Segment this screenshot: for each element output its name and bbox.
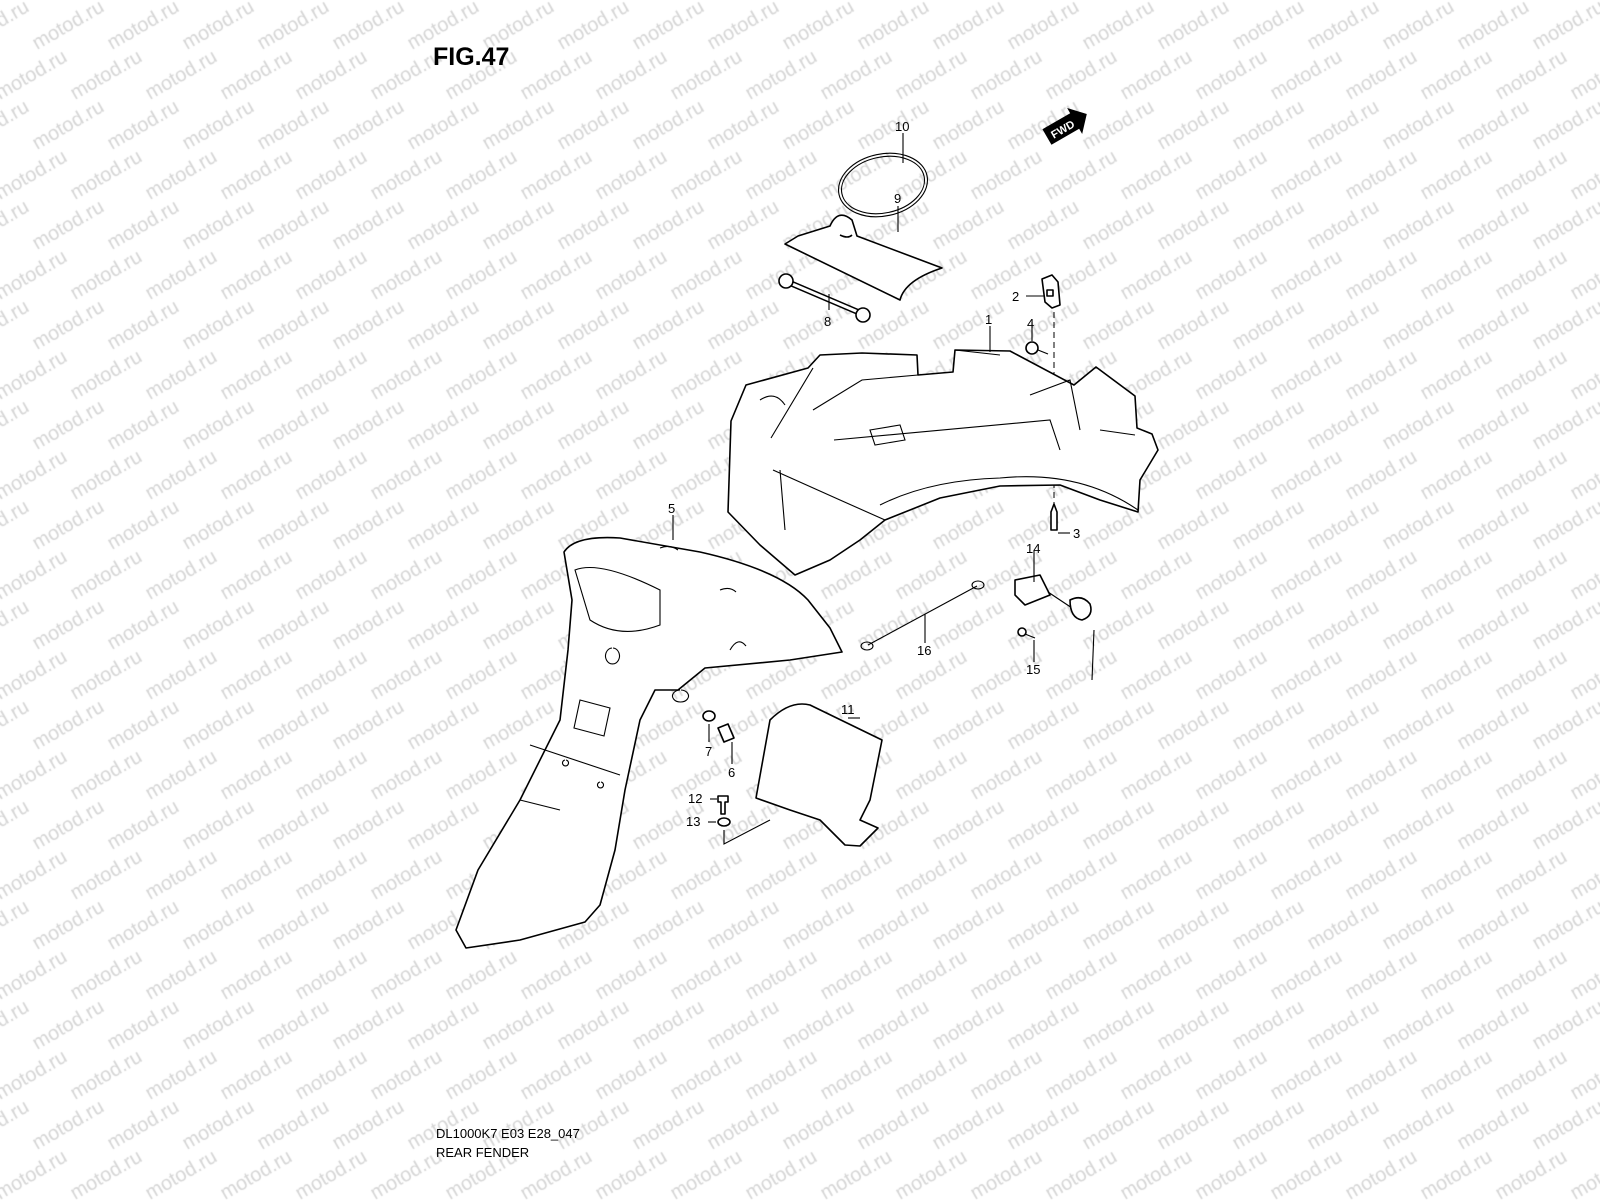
callout-8: 8 bbox=[824, 314, 831, 329]
callout-4: 4 bbox=[1027, 316, 1034, 331]
callout-13: 13 bbox=[686, 814, 700, 829]
part-9-tool-bag bbox=[784, 214, 943, 301]
part-8-wrench bbox=[778, 273, 871, 323]
figure-name: REAR FENDER bbox=[436, 1145, 530, 1160]
callout-9: 9 bbox=[894, 191, 901, 206]
part-1-rear-fender-inner bbox=[727, 349, 1159, 576]
callout-10: 10 bbox=[895, 119, 909, 134]
part-5-rear-fender bbox=[455, 536, 843, 949]
part-2-clip bbox=[1041, 274, 1061, 309]
part-15-screw bbox=[1017, 627, 1036, 639]
callout-5: 5 bbox=[668, 501, 675, 516]
part-11-mudguard bbox=[755, 703, 883, 847]
figure-title: FIG.47 bbox=[433, 43, 510, 71]
leader-lines bbox=[672, 133, 1070, 823]
part-13-line bbox=[723, 819, 771, 845]
callout-1: 1 bbox=[985, 312, 992, 327]
callout-numbers: 1 2 3 4 5 6 7 8 9 10 11 12 13 14 15 16 bbox=[668, 119, 1080, 829]
part-14-seat-lock bbox=[1014, 574, 1095, 681]
part-16-cable bbox=[860, 580, 985, 651]
callout-3: 3 bbox=[1073, 526, 1080, 541]
fwd-arrow-icon: FWD bbox=[1042, 108, 1087, 145]
part-4-screw bbox=[1025, 341, 1049, 355]
callout-16: 16 bbox=[917, 643, 931, 658]
callout-11: 11 bbox=[841, 702, 855, 717]
callout-6: 6 bbox=[728, 765, 735, 780]
part-7-washer bbox=[702, 710, 716, 722]
callout-2: 2 bbox=[1012, 289, 1019, 304]
part-10-o-ring bbox=[837, 152, 929, 218]
callout-15: 15 bbox=[1026, 662, 1040, 677]
part-12-bolt bbox=[717, 795, 729, 815]
callout-14: 14 bbox=[1026, 541, 1040, 556]
figure-code: DL1000K7 E03 E28_047 bbox=[436, 1126, 580, 1141]
part-13-washer bbox=[717, 817, 731, 827]
callout-12: 12 bbox=[688, 791, 702, 806]
part-6-bolt bbox=[717, 723, 735, 743]
part-3-rivet bbox=[1050, 503, 1058, 531]
callout-7: 7 bbox=[705, 744, 712, 759]
